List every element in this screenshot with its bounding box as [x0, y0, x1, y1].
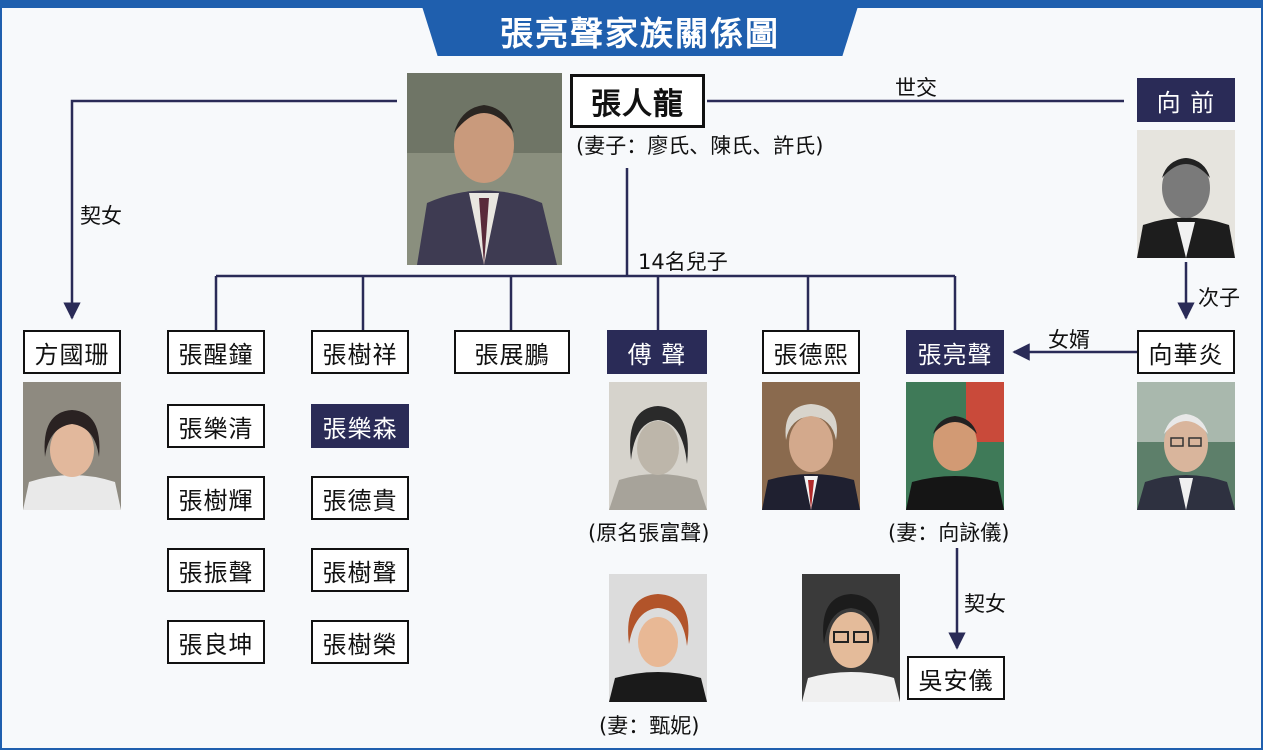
son-name-box: 張樂清	[167, 404, 265, 448]
son-dexi-portrait-photo	[762, 382, 860, 510]
goddaughter-right-name-box: 吳安儀	[907, 656, 1005, 700]
root-portrait-photo	[407, 73, 562, 265]
son-name-box-highlighted: 張樂森	[311, 404, 409, 448]
root-name-box: 張人龍	[570, 74, 705, 128]
son-name-box: 張德貴	[311, 476, 409, 520]
root-wives-note: (妻子：廖氏、陳氏、許氏)	[576, 134, 824, 158]
friend-portrait-photo	[1137, 130, 1235, 258]
friendship-label: 世交	[895, 76, 937, 100]
son-in-law-label: 女婿	[1048, 328, 1090, 352]
son-name-box: 張振聲	[167, 548, 265, 592]
title-tab	[420, 0, 860, 56]
goddaughter-left-name-box: 方國珊	[23, 330, 121, 374]
fusheng-wife-portrait-photo	[609, 574, 707, 702]
second-son-label: 次子	[1198, 286, 1240, 310]
son-name-box: 張德熙	[762, 330, 860, 374]
page-title: 張亮聲家族關係圖	[500, 14, 780, 53]
son-liangsheng-name-box: 張亮聲	[906, 330, 1004, 374]
son-fusheng-portrait-photo	[609, 382, 707, 510]
son-name-box: 張展鵬	[454, 330, 570, 374]
son-fusheng-name-box: 傅 聲	[607, 330, 707, 374]
goddaughter-right-label: 契女	[964, 592, 1006, 616]
friend-son-name-box: 向華炎	[1137, 330, 1235, 374]
son-name-box: 張醒鐘	[167, 330, 265, 374]
sons-count-label: 14名兒子	[638, 250, 728, 274]
son-name-box: 張樹祥	[311, 330, 409, 374]
goddaughter-left-portrait-photo	[23, 382, 121, 510]
goddaughter-left-arrow	[63, 99, 397, 320]
fusheng-wife-note: (妻：甄妮)	[599, 714, 700, 738]
son-name-box: 張樹輝	[167, 476, 265, 520]
goddaughter-right-portrait-photo	[802, 574, 900, 702]
son-name-box: 張樹聲	[311, 548, 409, 592]
friend-son-portrait-photo	[1137, 382, 1235, 510]
son-name-box: 張良坤	[167, 620, 265, 664]
liangsheng-wife-note: (妻：向詠儀)	[888, 521, 1010, 545]
fusheng-original-name-note: (原名張富聲)	[588, 521, 710, 545]
friend-name-box: 向 前	[1137, 78, 1235, 122]
goddaughter-left-label: 契女	[80, 204, 122, 228]
son-liangsheng-portrait-photo	[906, 382, 1004, 510]
son-name-box: 張樹榮	[311, 620, 409, 664]
